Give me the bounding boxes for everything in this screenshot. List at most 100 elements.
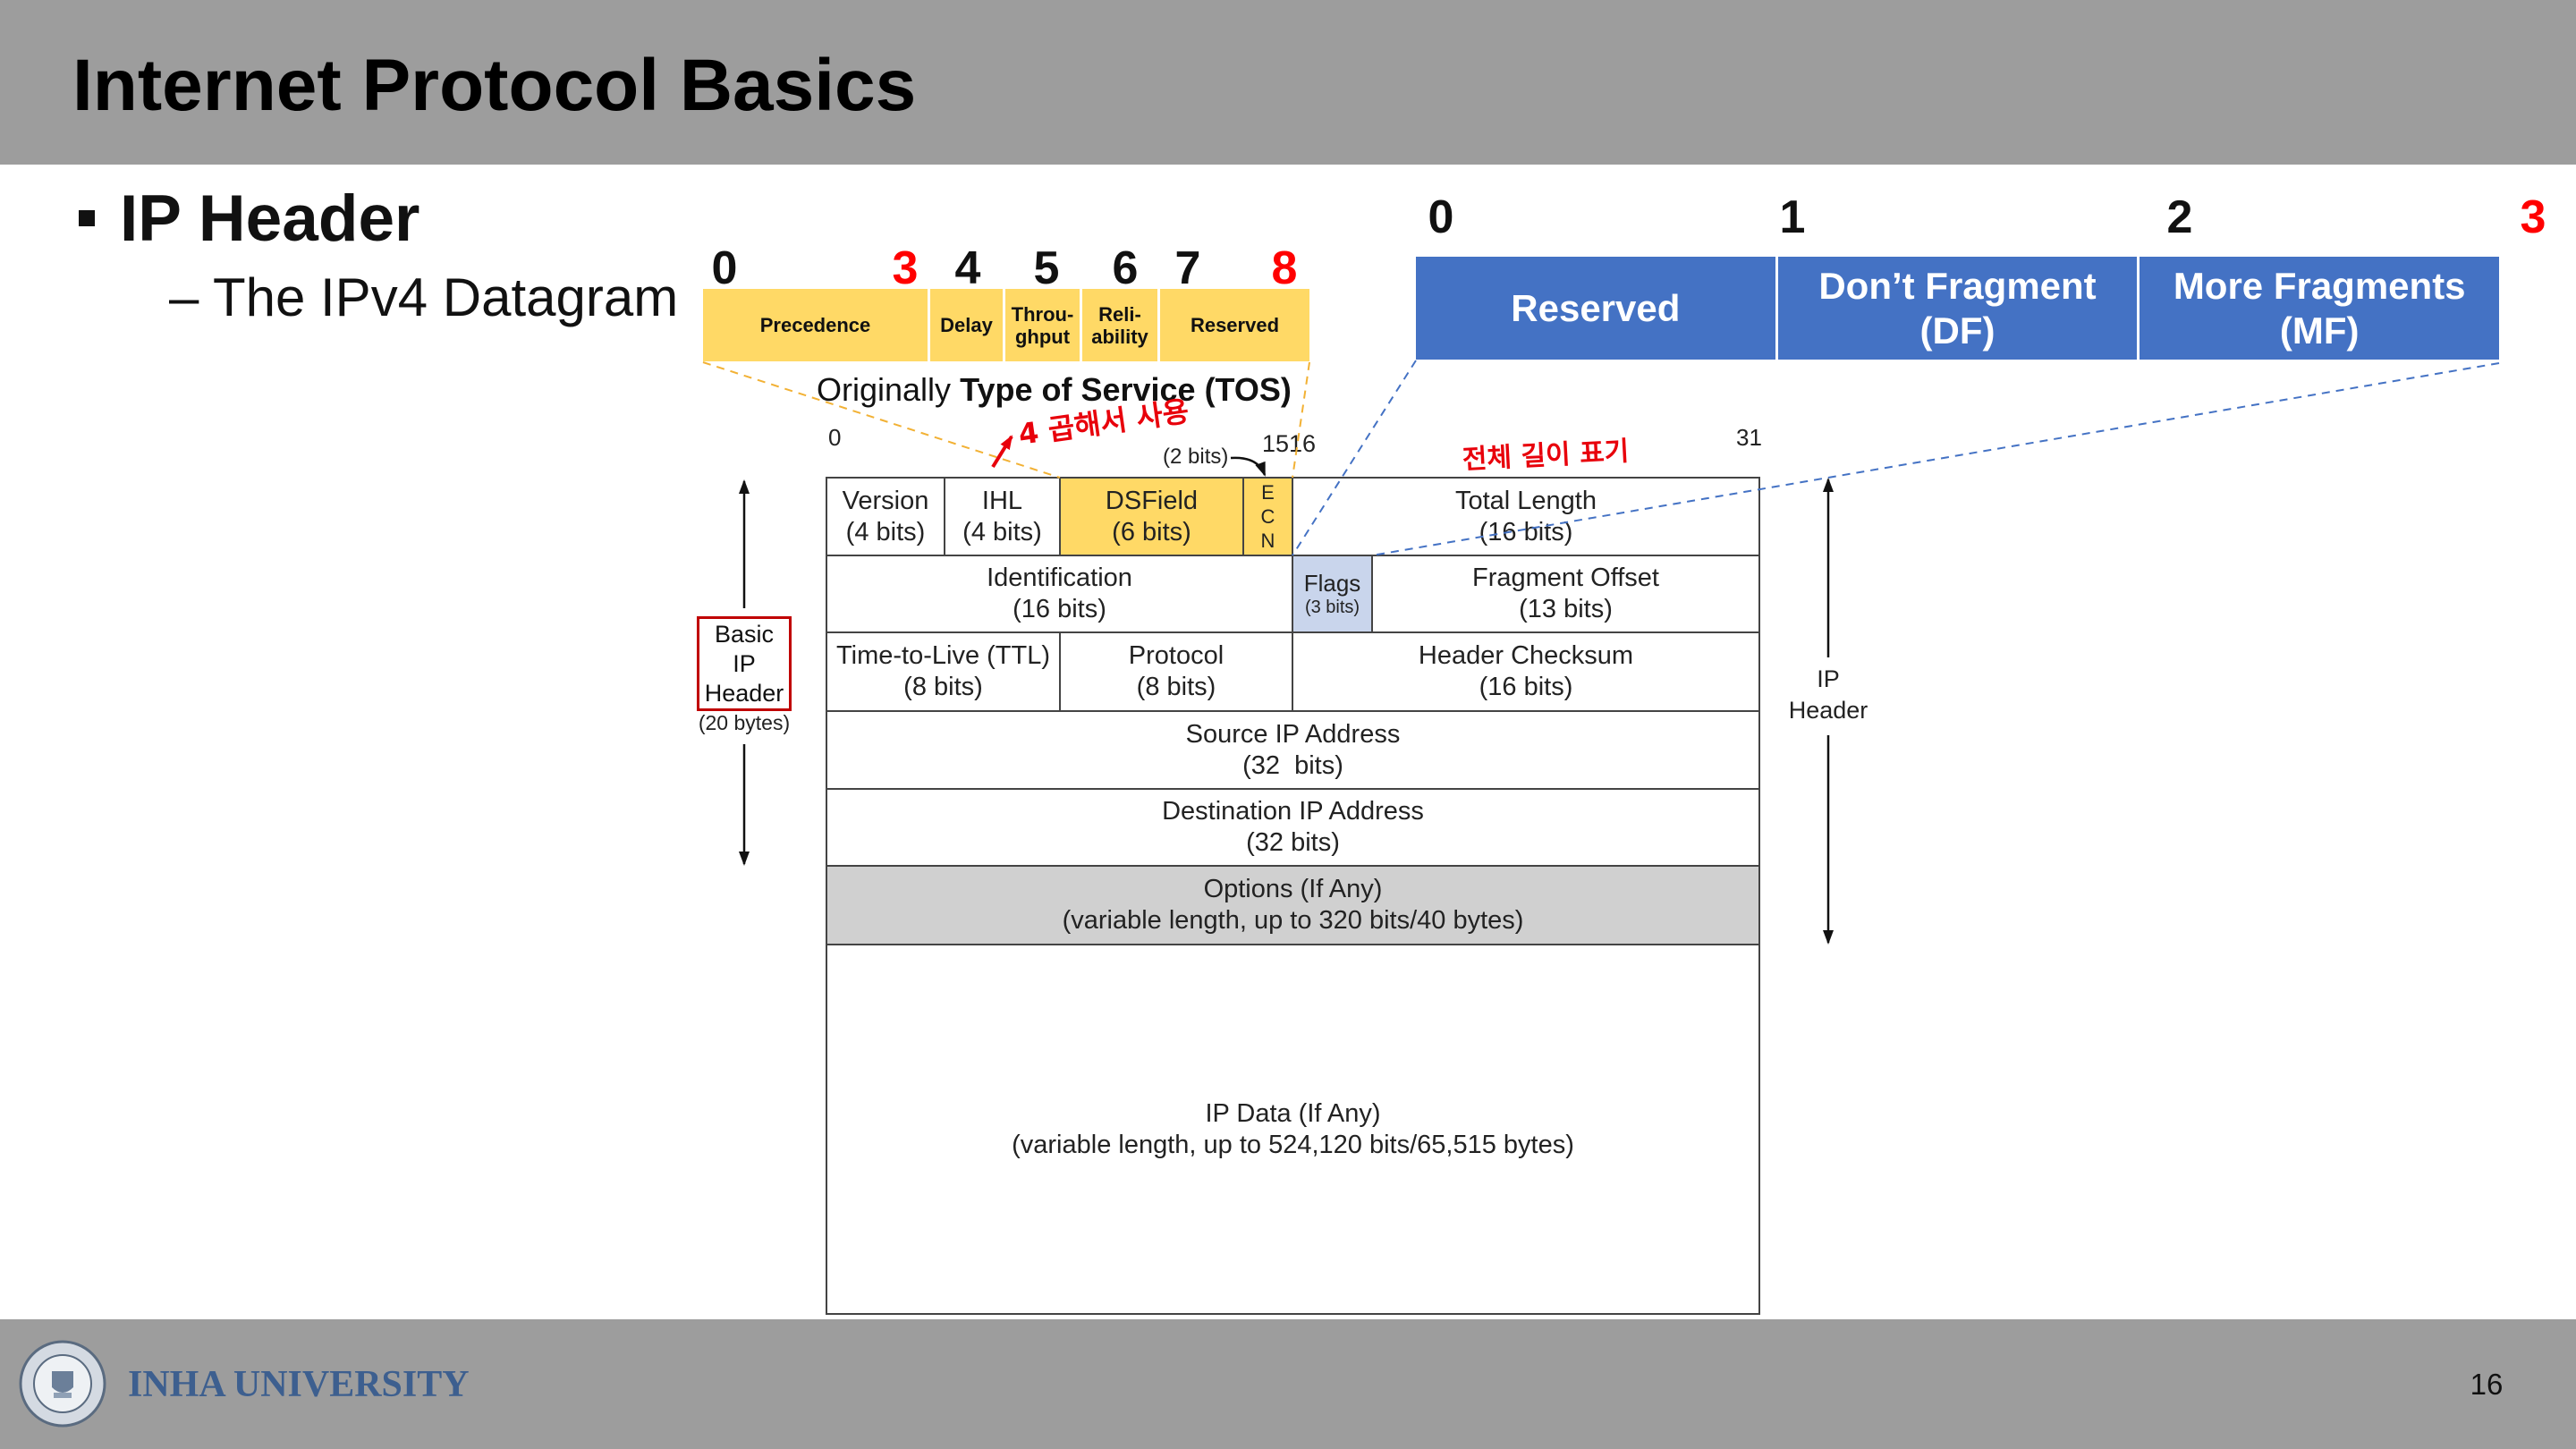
tos-dashed-connector-right bbox=[1292, 361, 1310, 479]
ip-header-label: IP Header bbox=[1784, 664, 1873, 726]
field-name: Version bbox=[842, 486, 929, 515]
university-seal-logo bbox=[19, 1340, 106, 1428]
diagram-bit-0-label: 0 bbox=[828, 424, 842, 451]
field-name: Total Length bbox=[1454, 486, 1597, 515]
tos-field-label: ghput bbox=[1014, 325, 1071, 348]
field-size: (32 bits) bbox=[1246, 828, 1340, 857]
field-size: (variable length, up to 524,120 bits/65,… bbox=[1012, 1130, 1574, 1159]
tos-field-reliability: Reli- ability bbox=[1082, 289, 1160, 361]
flags-field-more-fragments: More Fragments (MF) bbox=[2137, 257, 2500, 360]
basic-ip-header-line: Basic bbox=[714, 620, 775, 648]
field-header-checksum: Header Checksum (16 bits) bbox=[1292, 632, 1759, 711]
tos-caption-prefix: Originally bbox=[817, 371, 952, 408]
flags-bit-number: 1 bbox=[1779, 191, 1806, 243]
field-size: (8 bits) bbox=[1136, 673, 1216, 701]
title-bar: Internet Protocol Basics bbox=[0, 0, 2576, 165]
tos-field-throughput: Throu- ghput bbox=[1005, 289, 1082, 361]
tos-field-precedence: Precedence bbox=[703, 289, 930, 361]
field-name: Protocol bbox=[1128, 641, 1224, 670]
flags-field-reserved: Reserved bbox=[1416, 257, 1775, 360]
field-size: (13 bits) bbox=[1519, 595, 1613, 623]
tos-bit-number: 5 bbox=[1033, 242, 1060, 294]
tos-field-reserved: Reserved bbox=[1160, 289, 1309, 361]
sub-bullet-ipv4-datagram: – The IPv4 Datagram bbox=[169, 267, 679, 327]
diagram-bit-31-label: 31 bbox=[1736, 424, 1762, 451]
field-name: Time-to-Live (TTL) bbox=[836, 641, 1050, 670]
field-version: Version (4 bits) bbox=[826, 478, 945, 555]
field-size: (3 bits) bbox=[1304, 597, 1360, 617]
tos-field-label: Delay bbox=[940, 314, 993, 336]
tos-field-label: Throu- bbox=[1011, 302, 1074, 326]
tos-field-delay: Delay bbox=[930, 289, 1005, 361]
basic-ip-header-line: IP bbox=[733, 649, 756, 677]
flags-bit-number-highlight: 3 bbox=[2520, 191, 2546, 243]
flags-bit-number: 2 bbox=[2166, 191, 2193, 243]
diagram-ecn-bits-label: (2 bits) bbox=[1163, 445, 1229, 469]
diagram-bit-15-16-label: 1516 bbox=[1262, 430, 1317, 457]
field-name: Identification bbox=[987, 564, 1132, 592]
field-name: Flags bbox=[1303, 570, 1361, 597]
field-size: (4 bits) bbox=[845, 517, 926, 547]
field-dsfield: DSField (6 bits) bbox=[1060, 478, 1243, 555]
field-ecn: E C N bbox=[1243, 478, 1292, 555]
tos-field-label: Precedence bbox=[759, 314, 871, 336]
tos-field-label: Reserved bbox=[1190, 314, 1280, 336]
tos-field-label: ability bbox=[1091, 325, 1148, 348]
tos-field-bar: Precedence Delay Throu- ghput Reli- abil… bbox=[703, 289, 1309, 361]
slide-title: Internet Protocol Basics bbox=[72, 45, 917, 126]
field-options: Options (If Any) (variable length, up to… bbox=[826, 866, 1759, 945]
field-protocol: Protocol (8 bits) bbox=[1060, 632, 1292, 711]
ecn-letter: N bbox=[1260, 530, 1275, 552]
field-name: Source IP Address bbox=[1185, 719, 1401, 749]
field-size: (32 bits) bbox=[1242, 750, 1343, 780]
bullet-square-icon bbox=[79, 210, 95, 226]
field-name: Header Checksum bbox=[1418, 641, 1634, 670]
field-identification: Identification (16 bits) bbox=[826, 555, 1292, 632]
field-ttl: Time-to-Live (TTL) (8 bits) bbox=[826, 632, 1060, 711]
field-fragment-offset: Fragment Offset (13 bits) bbox=[1372, 555, 1759, 632]
ip-header-line: Header bbox=[1788, 697, 1868, 724]
field-flags: Flags (3 bits) bbox=[1292, 555, 1372, 632]
field-name: IHL bbox=[981, 486, 1023, 515]
flags-field-dont-fragment: Don’t Fragment (DF) bbox=[1775, 257, 2138, 360]
field-name: DSField bbox=[1105, 486, 1199, 515]
field-size: (16 bits) bbox=[1479, 517, 1573, 547]
total-length-handwritten-note: 전체 길이 표기 bbox=[1462, 436, 1631, 476]
flags-bit-number: 0 bbox=[1428, 191, 1454, 243]
ipv4-header-diagram: Version (4 bits) IHL (4 bits) DSField (6… bbox=[826, 477, 1760, 1315]
basic-ip-header-line: Header bbox=[704, 679, 784, 707]
field-name: Destination IP Address bbox=[1162, 797, 1424, 826]
field-total-length: Total Length (16 bits) bbox=[1292, 478, 1759, 555]
field-size: (variable length, up to 320 bits/40 byte… bbox=[1062, 906, 1524, 935]
field-size: (4 bits) bbox=[962, 517, 1042, 547]
tos-bit-number: 4 bbox=[954, 242, 981, 294]
field-ip-data: IP Data (If Any) (variable length, up to… bbox=[826, 945, 1759, 1314]
tos-bit-number-highlight: 8 bbox=[1271, 242, 1298, 294]
page-number: 16 bbox=[2470, 1368, 2504, 1401]
bullet-ip-header: IP Header bbox=[120, 182, 420, 255]
seal-ribbon-icon bbox=[54, 1393, 72, 1398]
field-size: (8 bits) bbox=[903, 673, 983, 701]
field-size: (6 bits) bbox=[1112, 517, 1191, 547]
university-name: INHA UNIVERSITY bbox=[128, 1364, 470, 1405]
ecn-letter: E bbox=[1261, 481, 1275, 504]
tos-bit-number-highlight: 3 bbox=[892, 242, 919, 294]
flags-field-bar: Reserved Don’t Fragment (DF) More Fragme… bbox=[1416, 257, 2500, 360]
ecn-letter: C bbox=[1260, 505, 1275, 528]
field-ihl: IHL (4 bits) bbox=[945, 478, 1060, 555]
field-name: IP Data (If Any) bbox=[1205, 1098, 1381, 1128]
field-name: Options (If Any) bbox=[1203, 875, 1383, 903]
flags-field-label: Don’t Fragment bbox=[1818, 264, 2097, 307]
flags-field-label: More Fragments bbox=[2173, 264, 2466, 307]
tos-field-label: Reli- bbox=[1098, 302, 1141, 326]
tos-bit-number: 6 bbox=[1112, 242, 1139, 294]
basic-ip-header-size: (20 bytes) bbox=[698, 711, 791, 734]
ihl-note-arrow-icon bbox=[991, 435, 1013, 469]
tos-bit-number: 0 bbox=[711, 242, 738, 294]
footer-bar bbox=[0, 1319, 2576, 1449]
flags-field-label: Reserved bbox=[1511, 286, 1681, 329]
field-source-ip: Source IP Address (32 bits) bbox=[826, 711, 1759, 789]
tos-bit-number: 7 bbox=[1174, 242, 1201, 294]
